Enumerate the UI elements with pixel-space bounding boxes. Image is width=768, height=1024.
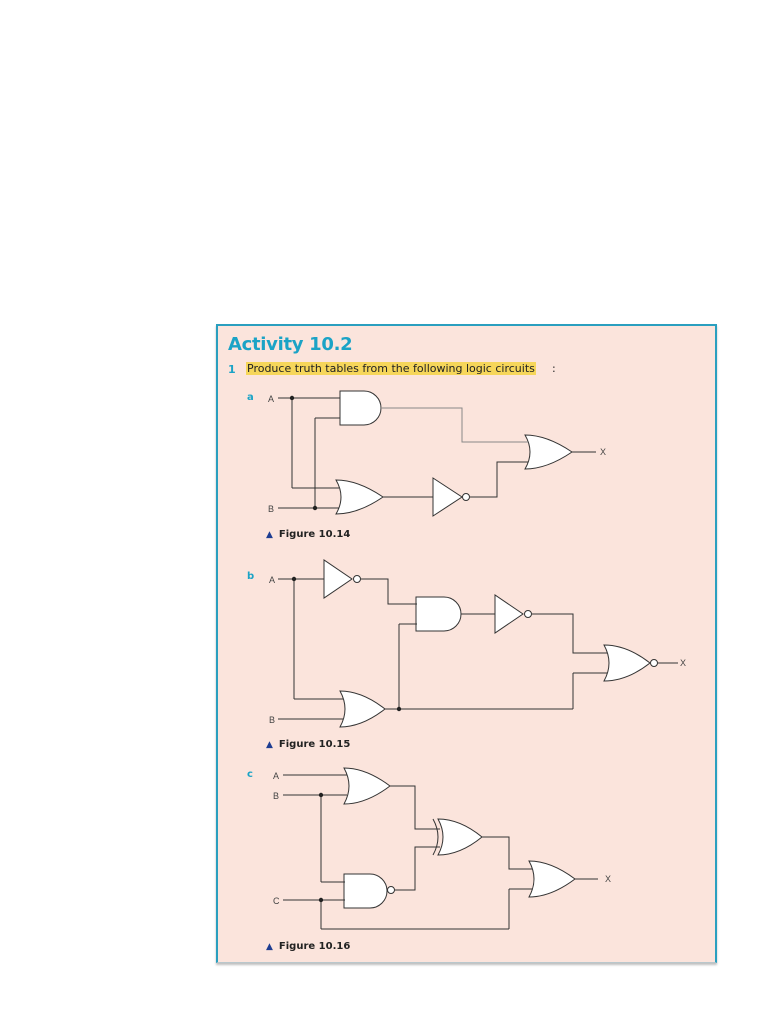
and-gate bbox=[339, 390, 382, 426]
logic-circuits: A B X A B X A B C X bbox=[268, 390, 686, 930]
triangle-icon: ▲ bbox=[266, 942, 273, 952]
input-label-a: A bbox=[268, 394, 274, 404]
input-label-b: B bbox=[268, 504, 274, 514]
question-colon: : bbox=[552, 362, 556, 375]
nand-bubble bbox=[387, 886, 395, 894]
junction-dot bbox=[289, 395, 295, 401]
triangle-icon: ▲ bbox=[266, 530, 273, 540]
output-label: X bbox=[600, 447, 606, 457]
input-label-b: B bbox=[273, 791, 279, 801]
and-gate bbox=[415, 596, 462, 632]
xor-extra-arc bbox=[432, 818, 439, 856]
not-gate bbox=[323, 559, 353, 599]
junction-dot bbox=[291, 576, 297, 582]
junction-dot bbox=[312, 505, 318, 511]
or-gate bbox=[524, 434, 573, 470]
not-bubble bbox=[353, 575, 361, 583]
input-label-c: C bbox=[273, 896, 280, 906]
not-bubble bbox=[462, 493, 470, 501]
xor-gate bbox=[437, 818, 483, 856]
figure-caption-a: ▲Figure 10.14 bbox=[266, 529, 351, 540]
not-gate bbox=[432, 477, 463, 517]
not-gate bbox=[494, 594, 524, 634]
part-c-label: c bbox=[247, 769, 253, 780]
junction-dot bbox=[396, 706, 402, 712]
junction-dot bbox=[318, 897, 324, 903]
question-number: 1 bbox=[228, 363, 236, 376]
part-a-label: a bbox=[247, 392, 254, 403]
circuit-b bbox=[278, 559, 678, 728]
figure-caption-c: ▲Figure 10.16 bbox=[266, 941, 351, 952]
nor-gate bbox=[603, 644, 651, 682]
triangle-icon: ▲ bbox=[266, 740, 273, 750]
question-text: Produce truth tables from the following … bbox=[246, 362, 536, 375]
input-label-b: B bbox=[269, 715, 275, 725]
nor-bubble bbox=[650, 659, 658, 667]
or-gate bbox=[339, 690, 386, 728]
not-bubble bbox=[524, 610, 532, 618]
figure-caption-b: ▲Figure 10.15 bbox=[266, 739, 351, 750]
or-gate bbox=[528, 860, 576, 898]
input-label-a: A bbox=[273, 771, 279, 781]
input-label-a: A bbox=[269, 575, 275, 585]
activity-title: Activity 10.2 bbox=[228, 334, 353, 355]
output-label: X bbox=[605, 874, 611, 884]
output-label: X bbox=[680, 658, 686, 668]
nand-gate bbox=[343, 873, 388, 909]
circuit-c bbox=[283, 767, 598, 930]
or-gate bbox=[335, 479, 384, 515]
junction-dot bbox=[318, 792, 324, 798]
circuit-a bbox=[278, 390, 596, 517]
activity-panel: Activity 10.2 1 Produce truth tables fro… bbox=[216, 324, 717, 963]
part-b-label: b bbox=[247, 571, 255, 582]
or-gate bbox=[343, 767, 391, 805]
